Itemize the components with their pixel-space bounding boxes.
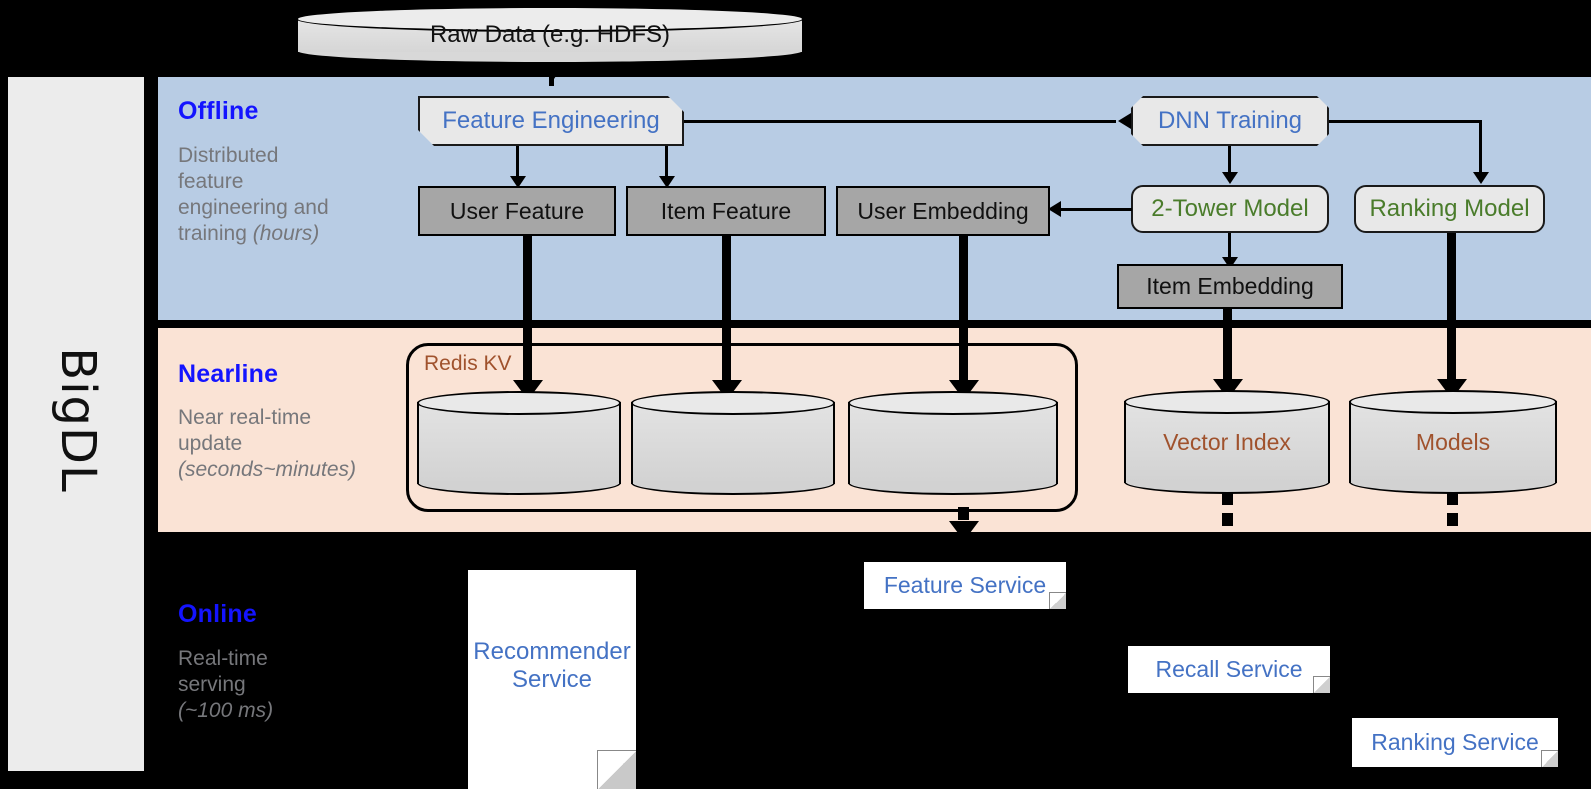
offline-subtitle-l2: feature	[178, 170, 244, 193]
raw-data-store: Raw Data (e.g. HDFS)	[296, 6, 804, 64]
cylinder-top	[296, 6, 804, 32]
ranking-model-node[interactable]: Ranking Model	[1354, 185, 1545, 233]
page-fold-icon	[1049, 592, 1066, 609]
offline-subtitle-l4: training (hours)	[178, 222, 320, 245]
connector-dnn-ranking-v	[1479, 120, 1482, 174]
connector-fe-dnn	[684, 120, 1116, 123]
pipe-rankingmodel-models	[1447, 233, 1456, 385]
ranking-service-node[interactable]: Ranking Service	[1352, 718, 1558, 767]
connector-fe-itemfeature	[665, 146, 668, 178]
nearline-subtitle-l2: update	[178, 432, 243, 455]
item-embedding-node[interactable]: Item Embedding	[1117, 264, 1343, 309]
recommender-service-node[interactable]: Recommender Service	[468, 570, 636, 789]
connector-dnn-twotower	[1228, 146, 1231, 174]
dash-vectorindex-2	[1222, 513, 1233, 526]
online-subtitle: Real-time serving (~100 ms)	[178, 646, 398, 724]
online-subtitle-l1: Real-time	[178, 647, 268, 670]
cylinder-body	[1349, 401, 1557, 483]
feature-engineering-node[interactable]: Feature Engineering	[418, 96, 684, 146]
redis-kv-container	[406, 343, 1078, 512]
redis-store-3	[848, 391, 1058, 495]
user-embedding-node[interactable]: User Embedding	[836, 186, 1050, 236]
cylinder-body	[1124, 401, 1330, 483]
connector-fe-userfeature	[516, 146, 519, 178]
nearline-subtitle: Near real-time update (seconds~minutes)	[178, 405, 408, 483]
page-fold-icon	[1313, 676, 1330, 693]
nearline-subtitle-em: (seconds~minutes)	[178, 458, 356, 481]
cylinder-top	[631, 391, 835, 415]
redis-store-2	[631, 391, 835, 495]
arrowhead-dnn-twotower	[1222, 172, 1238, 184]
two-tower-model-label: 2-Tower Model	[1151, 195, 1309, 222]
pipe-itemfeature-redis	[722, 236, 731, 386]
online-subtitle-l2: serving	[178, 673, 246, 696]
page-fold-icon	[1541, 750, 1558, 767]
bigdl-label: BigDL	[50, 347, 106, 493]
online-title: Online	[178, 600, 257, 628]
ranking-service-label: Ranking Service	[1371, 729, 1539, 755]
raw-data-label: Raw Data (e.g. HDFS)	[429, 21, 671, 48]
item-feature-label: Item Feature	[660, 197, 792, 224]
cylinder-top	[1124, 390, 1330, 414]
pipe-userfeature-redis	[523, 236, 532, 386]
arrowhead-dnn-ranking	[1473, 172, 1489, 184]
connector-twotower-itemembedding	[1228, 233, 1231, 259]
dnn-training-label: DNN Training	[1157, 107, 1303, 134]
bigdl-rail: BigDL	[8, 77, 144, 771]
user-embedding-label: User Embedding	[857, 197, 1029, 224]
pipe-itemembedding-vectorindex	[1223, 309, 1232, 385]
models-store[interactable]: Models	[1349, 390, 1557, 494]
dnn-training-node[interactable]: DNN Training	[1131, 96, 1329, 146]
feature-service-label: Feature Service	[883, 572, 1047, 598]
pipe-userembedding-redis	[959, 236, 968, 386]
recall-service-node[interactable]: Recall Service	[1128, 646, 1330, 693]
item-embedding-label: Item Embedding	[1146, 273, 1314, 299]
page-fold-icon	[597, 750, 636, 789]
arrowhead-twotower-userembedding	[1048, 201, 1061, 217]
arrowhead-fe-itemfeature	[659, 176, 675, 188]
arrowhead-redis-featureservice	[949, 521, 979, 541]
cylinder-top	[848, 391, 1058, 415]
feature-service-node[interactable]: Feature Service	[864, 562, 1066, 609]
vector-index-label: Vector Index	[1163, 428, 1291, 455]
offline-subtitle-l1: Distributed	[178, 144, 279, 167]
nearline-title: Nearline	[178, 360, 279, 388]
user-feature-node[interactable]: User Feature	[418, 186, 616, 236]
cylinder-body	[848, 402, 1058, 484]
offline-subtitle: Distributed feature engineering and trai…	[178, 143, 378, 247]
recommender-service-label: Recommender Service	[473, 637, 631, 693]
cylinder-top	[417, 391, 621, 415]
connector-twotower-userembedding	[1060, 208, 1132, 211]
redis-store-1	[417, 391, 621, 495]
feature-engineering-label: Feature Engineering	[442, 107, 660, 134]
connector-dnn-ranking-h	[1329, 120, 1482, 123]
two-tower-model-node[interactable]: 2-Tower Model	[1131, 185, 1329, 233]
online-subtitle-em: (~100 ms)	[178, 699, 274, 722]
arrowhead-fe-dnn	[1118, 113, 1131, 129]
offline-title: Offline	[178, 97, 259, 125]
cylinder-body	[417, 402, 621, 484]
nearline-subtitle-l1: Near real-time	[178, 406, 312, 429]
vector-index-store[interactable]: Vector Index	[1124, 390, 1330, 494]
cylinder-top	[1349, 390, 1557, 414]
user-feature-label: User Feature	[449, 197, 585, 224]
cylinder-body	[631, 402, 835, 484]
arrowhead-fe-userfeature	[510, 176, 526, 188]
dash-models-1	[1447, 492, 1458, 505]
recall-service-label: Recall Service	[1155, 656, 1303, 682]
dash-redis-featureservice-1	[958, 507, 969, 520]
item-feature-node[interactable]: Item Feature	[626, 186, 826, 236]
models-label: Models	[1415, 428, 1491, 455]
dash-vectorindex-1	[1222, 492, 1233, 505]
dash-models-2	[1447, 513, 1458, 526]
ranking-model-label: Ranking Model	[1369, 195, 1530, 222]
offline-subtitle-l3: engineering and	[178, 196, 329, 219]
redis-kv-label: Redis KV	[424, 352, 512, 375]
